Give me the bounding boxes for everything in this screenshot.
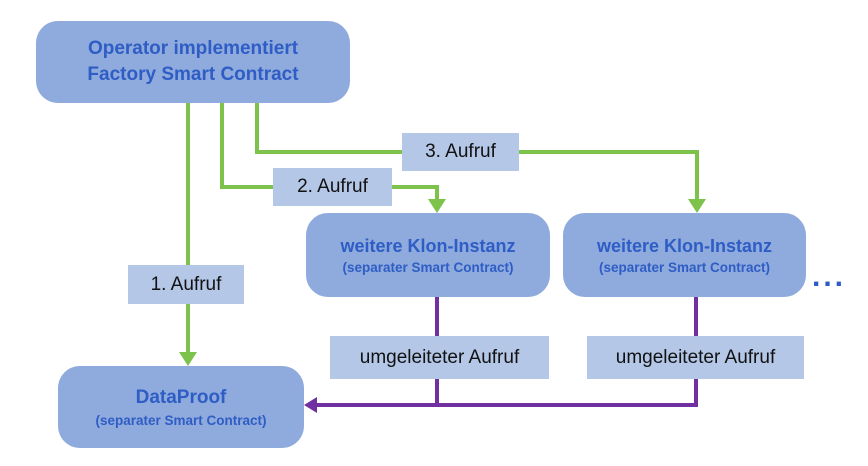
- call-2-label: 2. Aufruf: [273, 168, 392, 206]
- clone2-title: weitere Klon-Instanz: [596, 235, 773, 256]
- call2-arrow-line-horizontal-right: [390, 185, 439, 189]
- call-1-label: 1. Aufruf: [128, 265, 244, 304]
- operator-factory-title-line2: Factory Smart Contract: [87, 64, 299, 85]
- call3-arrow-line-drop: [695, 150, 699, 202]
- redirected-call-label-1: umgeleiteter Aufruf: [330, 336, 549, 379]
- call3-arrow-line-horizontal-left: [255, 150, 405, 154]
- redirected-call-label-2: umgeleiteter Aufruf: [587, 336, 804, 379]
- call1-arrowhead-icon: [179, 352, 197, 366]
- call2-arrow-line-vertical: [220, 103, 224, 189]
- call1-arrow-line-vertical: [186, 103, 190, 353]
- dataproof-box: DataProof (separater Smart Contract): [58, 366, 304, 448]
- call-3-label: 3. Aufruf: [402, 133, 519, 171]
- call2-arrow-line-horizontal-left: [220, 185, 280, 189]
- call2-arrow-line-drop: [435, 185, 439, 202]
- clone-instance-box-2: weitere Klon-Instanz (separater Smart Co…: [563, 213, 806, 297]
- redirect-arrow-line-horizontal: [314, 403, 698, 407]
- clone1-subtitle: (separater Smart Contract): [342, 259, 514, 275]
- clone1-title: weitere Klon-Instanz: [340, 235, 516, 256]
- dataproof-subtitle: (separater Smart Contract): [95, 412, 267, 428]
- redirect-arrowhead-icon: [304, 397, 317, 413]
- call3-arrowhead-icon: [688, 199, 706, 213]
- clone-instance-box-1: weitere Klon-Instanz (separater Smart Co…: [306, 213, 550, 297]
- call3-arrow-line-vertical: [255, 103, 259, 154]
- call3-arrow-line-horizontal-right: [517, 150, 699, 154]
- clone2-subtitle: (separater Smart Contract): [598, 259, 771, 275]
- call2-arrowhead-icon: [428, 199, 446, 213]
- operator-factory-box: Operator implementiert Factory Smart Con…: [36, 21, 350, 103]
- more-instances-ellipsis: ...: [812, 260, 847, 293]
- dataproof-title: DataProof: [135, 386, 227, 408]
- operator-factory-title-line1: Operator implementiert: [87, 38, 299, 60]
